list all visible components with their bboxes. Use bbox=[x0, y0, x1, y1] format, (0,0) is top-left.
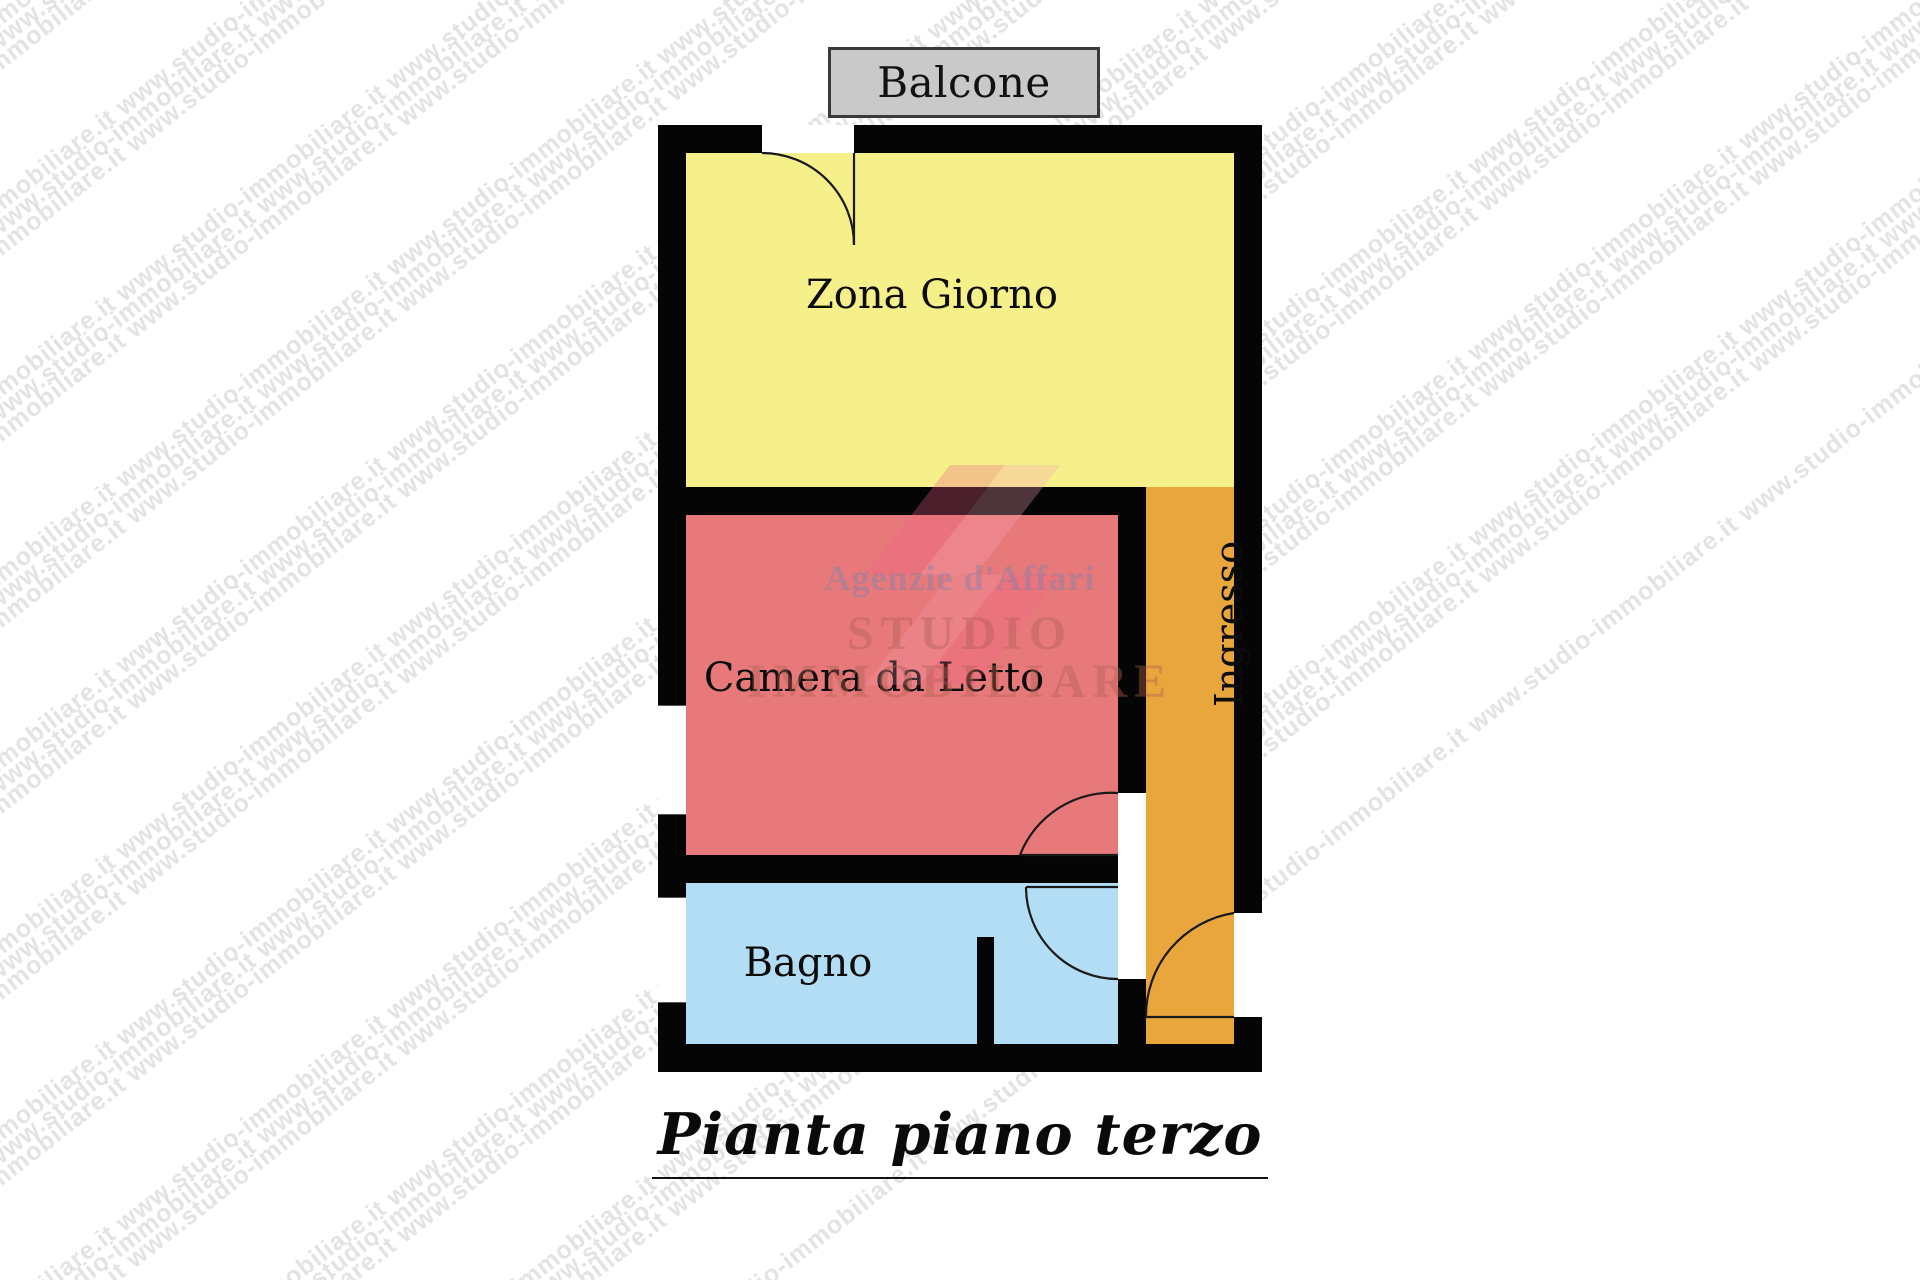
entrance-door-opening bbox=[1234, 913, 1262, 1017]
plan-caption: Pianta piano terzo bbox=[0, 1105, 1920, 1179]
bathroom-partition-wall bbox=[977, 937, 994, 1044]
balcony-label-plate: Balcone bbox=[828, 47, 1100, 118]
apartment-outer-walls: Zona Giorno Camera da Letto Bagno Ingres… bbox=[658, 125, 1262, 1072]
label-ingresso: Ingresso bbox=[1146, 541, 1251, 707]
bedroom-window-opening bbox=[658, 705, 686, 815]
room-zona-giorno bbox=[686, 153, 1234, 487]
bedroom-door-opening bbox=[1118, 793, 1146, 891]
label-zona-giorno: Zona Giorno bbox=[806, 272, 1058, 318]
label-ingresso-text: Ingresso bbox=[1207, 540, 1252, 708]
label-camera-da-letto: Camera da Letto bbox=[703, 655, 1045, 701]
label-bagno: Bagno bbox=[743, 940, 873, 986]
plan-caption-text: Pianta piano terzo bbox=[651, 1105, 1269, 1179]
bathroom-window-opening bbox=[658, 897, 686, 1003]
balcony-label-text: Balcone bbox=[877, 57, 1051, 107]
balcony-door-opening bbox=[762, 125, 854, 153]
bathroom-door-opening bbox=[1118, 887, 1146, 979]
